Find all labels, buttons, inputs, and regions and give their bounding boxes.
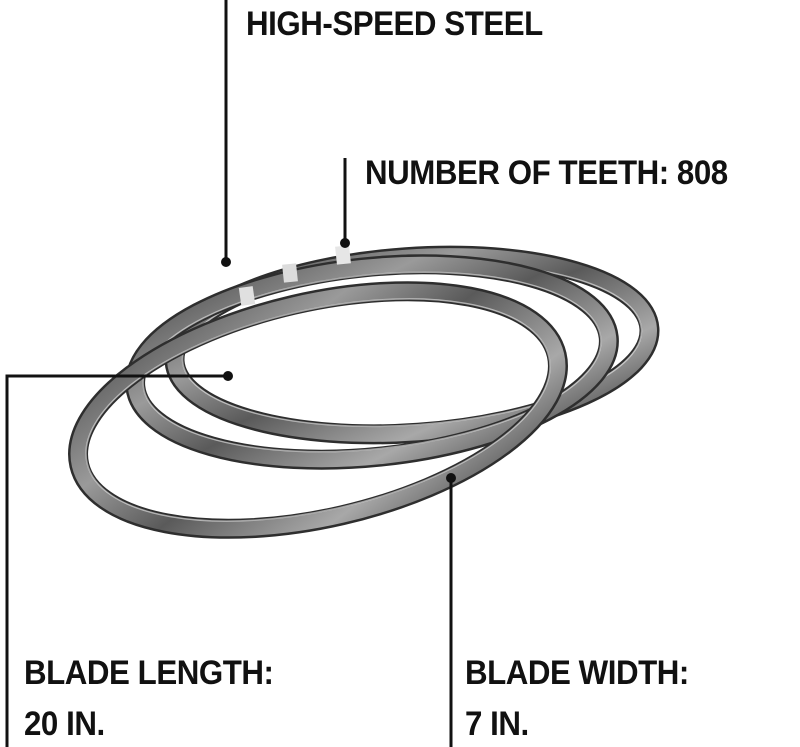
leader-line-material [221, 0, 231, 267]
teeth-count-label: NUMBER OF TEETH: 808 [365, 154, 728, 192]
blade-length-value: 20 IN. [24, 705, 105, 743]
blade-length-title: BLADE LENGTH: [24, 654, 274, 692]
material-label: HIGH-SPEED STEEL [246, 5, 543, 43]
blade-ring-front [68, 281, 568, 539]
blade-ring-middle [125, 254, 619, 470]
leader-line-width [446, 473, 456, 747]
blade-width-value: 7 IN. [465, 705, 529, 743]
leader-line-teeth [340, 158, 350, 248]
weld-seams [238, 245, 351, 306]
blade-width-title: BLADE WIDTH: [465, 654, 689, 692]
leader-line-length [5, 371, 233, 747]
